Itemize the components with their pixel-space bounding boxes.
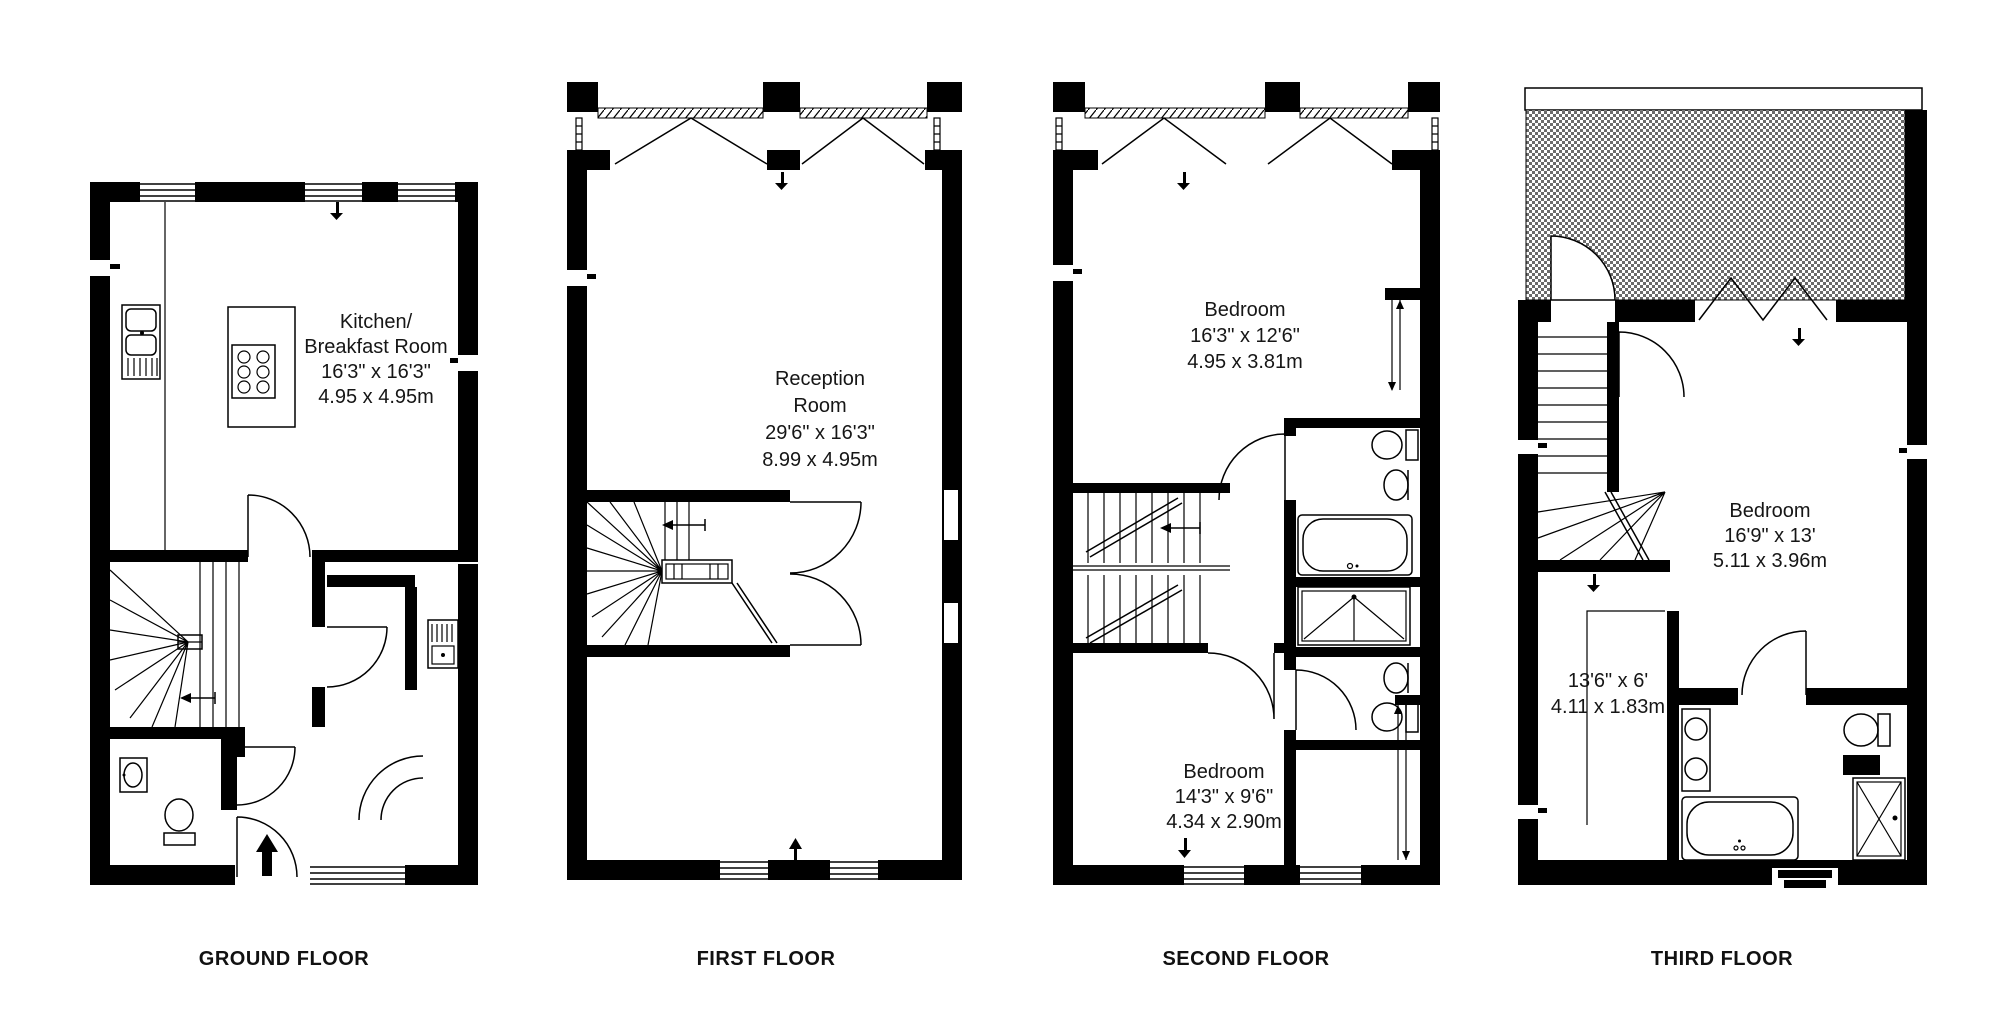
landing-boundary-line xyxy=(1586,610,1665,825)
reception-label-line1: Reception xyxy=(775,368,865,390)
window xyxy=(1184,866,1361,885)
bedroom-rear-dims-imperial: 14'3" x 9'6" xyxy=(1175,786,1274,808)
kitchen-sink-icon xyxy=(121,304,161,380)
toilet-icon xyxy=(163,798,196,846)
reception-label-line2: Room xyxy=(793,395,846,417)
toilet-icon xyxy=(1371,429,1419,461)
floor-title-first: FIRST FLOOR xyxy=(696,948,836,970)
double-door-arcs xyxy=(789,501,862,646)
staircase xyxy=(109,562,240,728)
bedroom-front-label-line1: Bedroom xyxy=(1204,299,1285,321)
floor-title-third: THIRD FLOOR xyxy=(1650,948,1794,970)
bedroom-dims-metric: 5.11 x 3.96m xyxy=(1713,550,1827,572)
room-label-kitchen: Kitchen/ Breakfast Room 16'3" x 16'3" 4.… xyxy=(304,311,447,408)
bedroom-front-dims-imperial: 16'3" x 12'6" xyxy=(1190,325,1300,347)
window xyxy=(140,183,455,885)
exterior-walls xyxy=(567,150,962,880)
wall-tick-markers xyxy=(1073,172,1191,858)
exterior-walls xyxy=(1053,150,1440,885)
kitchen-label-line1: Kitchen/ xyxy=(340,311,413,333)
interior-walls xyxy=(1073,288,1420,865)
french-window-chevrons xyxy=(614,117,925,165)
room-label-bedroom-rear: Bedroom 14'3" x 9'6" 4.34 x 2.90m xyxy=(1166,761,1282,833)
bedroom-rear-dims-metric: 4.34 x 2.90m xyxy=(1166,811,1282,833)
door-arc-bathroom xyxy=(1741,630,1807,696)
french-window-chevrons xyxy=(1101,117,1393,165)
kitchen-island xyxy=(227,306,296,428)
ground-floor-plan: Kitchen/ Breakfast Room 16'3" x 16'3" 4.… xyxy=(90,182,478,885)
wall-tick-markers xyxy=(587,172,802,860)
folding-window-chevrons xyxy=(1698,276,1828,322)
entry-arrow-icon xyxy=(256,834,278,876)
toilet-icon xyxy=(1843,713,1891,747)
hob-icon xyxy=(231,344,276,399)
door-arc-bathroom xyxy=(1218,433,1286,501)
landing-dims-imperial: 13'6" x 6' xyxy=(1568,670,1648,692)
bathtub-icon xyxy=(1681,796,1799,861)
shower-icon xyxy=(1852,777,1906,861)
interior-walls xyxy=(587,490,790,657)
staircase xyxy=(1537,336,1666,561)
shower-icon xyxy=(1297,586,1411,646)
boiler-icon xyxy=(427,619,459,669)
basin-icon xyxy=(119,757,148,793)
exterior-walls xyxy=(1518,300,1927,885)
wall-tick-markers xyxy=(110,202,458,559)
staircase xyxy=(1073,493,1230,644)
toilet-icon-2 xyxy=(1371,701,1419,733)
door-arc-stairs xyxy=(1618,331,1685,398)
kitchen-label-line2: Breakfast Room xyxy=(304,336,447,358)
rear-step-vent xyxy=(1772,860,1838,888)
floor-title-ground: GROUND FLOOR xyxy=(198,948,370,970)
bathtub-icon xyxy=(1297,514,1413,576)
double-basin-icon xyxy=(1681,708,1711,792)
wall-tick-markers xyxy=(1538,328,1907,813)
floor-title-second: SECOND FLOOR xyxy=(1162,948,1330,970)
room-label-bedroom: Bedroom 16'9" x 13' 5.11 x 3.96m xyxy=(1713,500,1827,572)
kitchen-label-dims-metric: 4.95 x 4.95m xyxy=(318,386,434,408)
door-arc-bedroom-rear xyxy=(1207,652,1275,720)
balcony-railing xyxy=(567,82,962,151)
bedroom-front-dims-metric: 4.95 x 3.81m xyxy=(1187,351,1303,373)
balcony-railing xyxy=(1053,82,1440,151)
third-floor-plan: Bedroom 16'9" x 13' 5.11 x 3.96m 13'6" x… xyxy=(1518,87,1927,888)
second-floor-plan: Bedroom 16'3" x 12'6" 4.95 x 3.81m Bedro… xyxy=(1053,82,1440,885)
bedroom-rear-label-line1: Bedroom xyxy=(1183,761,1264,783)
basin-icon xyxy=(1383,469,1409,501)
door-arc-kitchen xyxy=(247,494,311,558)
chimney-niches xyxy=(944,490,958,643)
exterior-walls xyxy=(90,182,478,885)
door-arc-room xyxy=(326,626,388,688)
room-label-landing: 13'6" x 6' 4.11 x 1.83m xyxy=(1551,670,1665,718)
basin-icon-2 xyxy=(1383,662,1409,694)
door-arc-cupboard xyxy=(358,755,424,821)
landing-dims-metric: 4.11 x 1.83m xyxy=(1551,696,1665,718)
reception-label-dims-metric: 8.99 x 4.95m xyxy=(762,449,878,471)
door-arc-ensuite xyxy=(1295,669,1357,731)
door-arc-wc xyxy=(236,746,296,806)
bedroom-dims-imperial: 16'9" x 13' xyxy=(1724,525,1815,547)
reception-label-dims-imperial: 29'6" x 16'3" xyxy=(765,422,875,444)
room-label-reception: Reception Room 29'6" x 16'3" 8.99 x 4.95… xyxy=(762,368,878,471)
room-label-bedroom-front: Bedroom 16'3" x 12'6" 4.95 x 3.81m xyxy=(1187,299,1303,373)
kitchen-label-dims-imperial: 16'3" x 16'3" xyxy=(321,361,431,383)
interior-walls xyxy=(1538,322,1907,860)
stairs-up-indicator xyxy=(1388,300,1410,860)
bedroom-label-line1: Bedroom xyxy=(1729,500,1810,522)
interior-walls xyxy=(90,550,478,810)
door-arc-terrace xyxy=(1550,235,1616,301)
window xyxy=(720,861,878,880)
first-floor-plan: Reception Room 29'6" x 16'3" 8.99 x 4.95… xyxy=(567,82,962,880)
door-arc-entrance xyxy=(236,816,298,878)
staircase xyxy=(586,501,778,646)
